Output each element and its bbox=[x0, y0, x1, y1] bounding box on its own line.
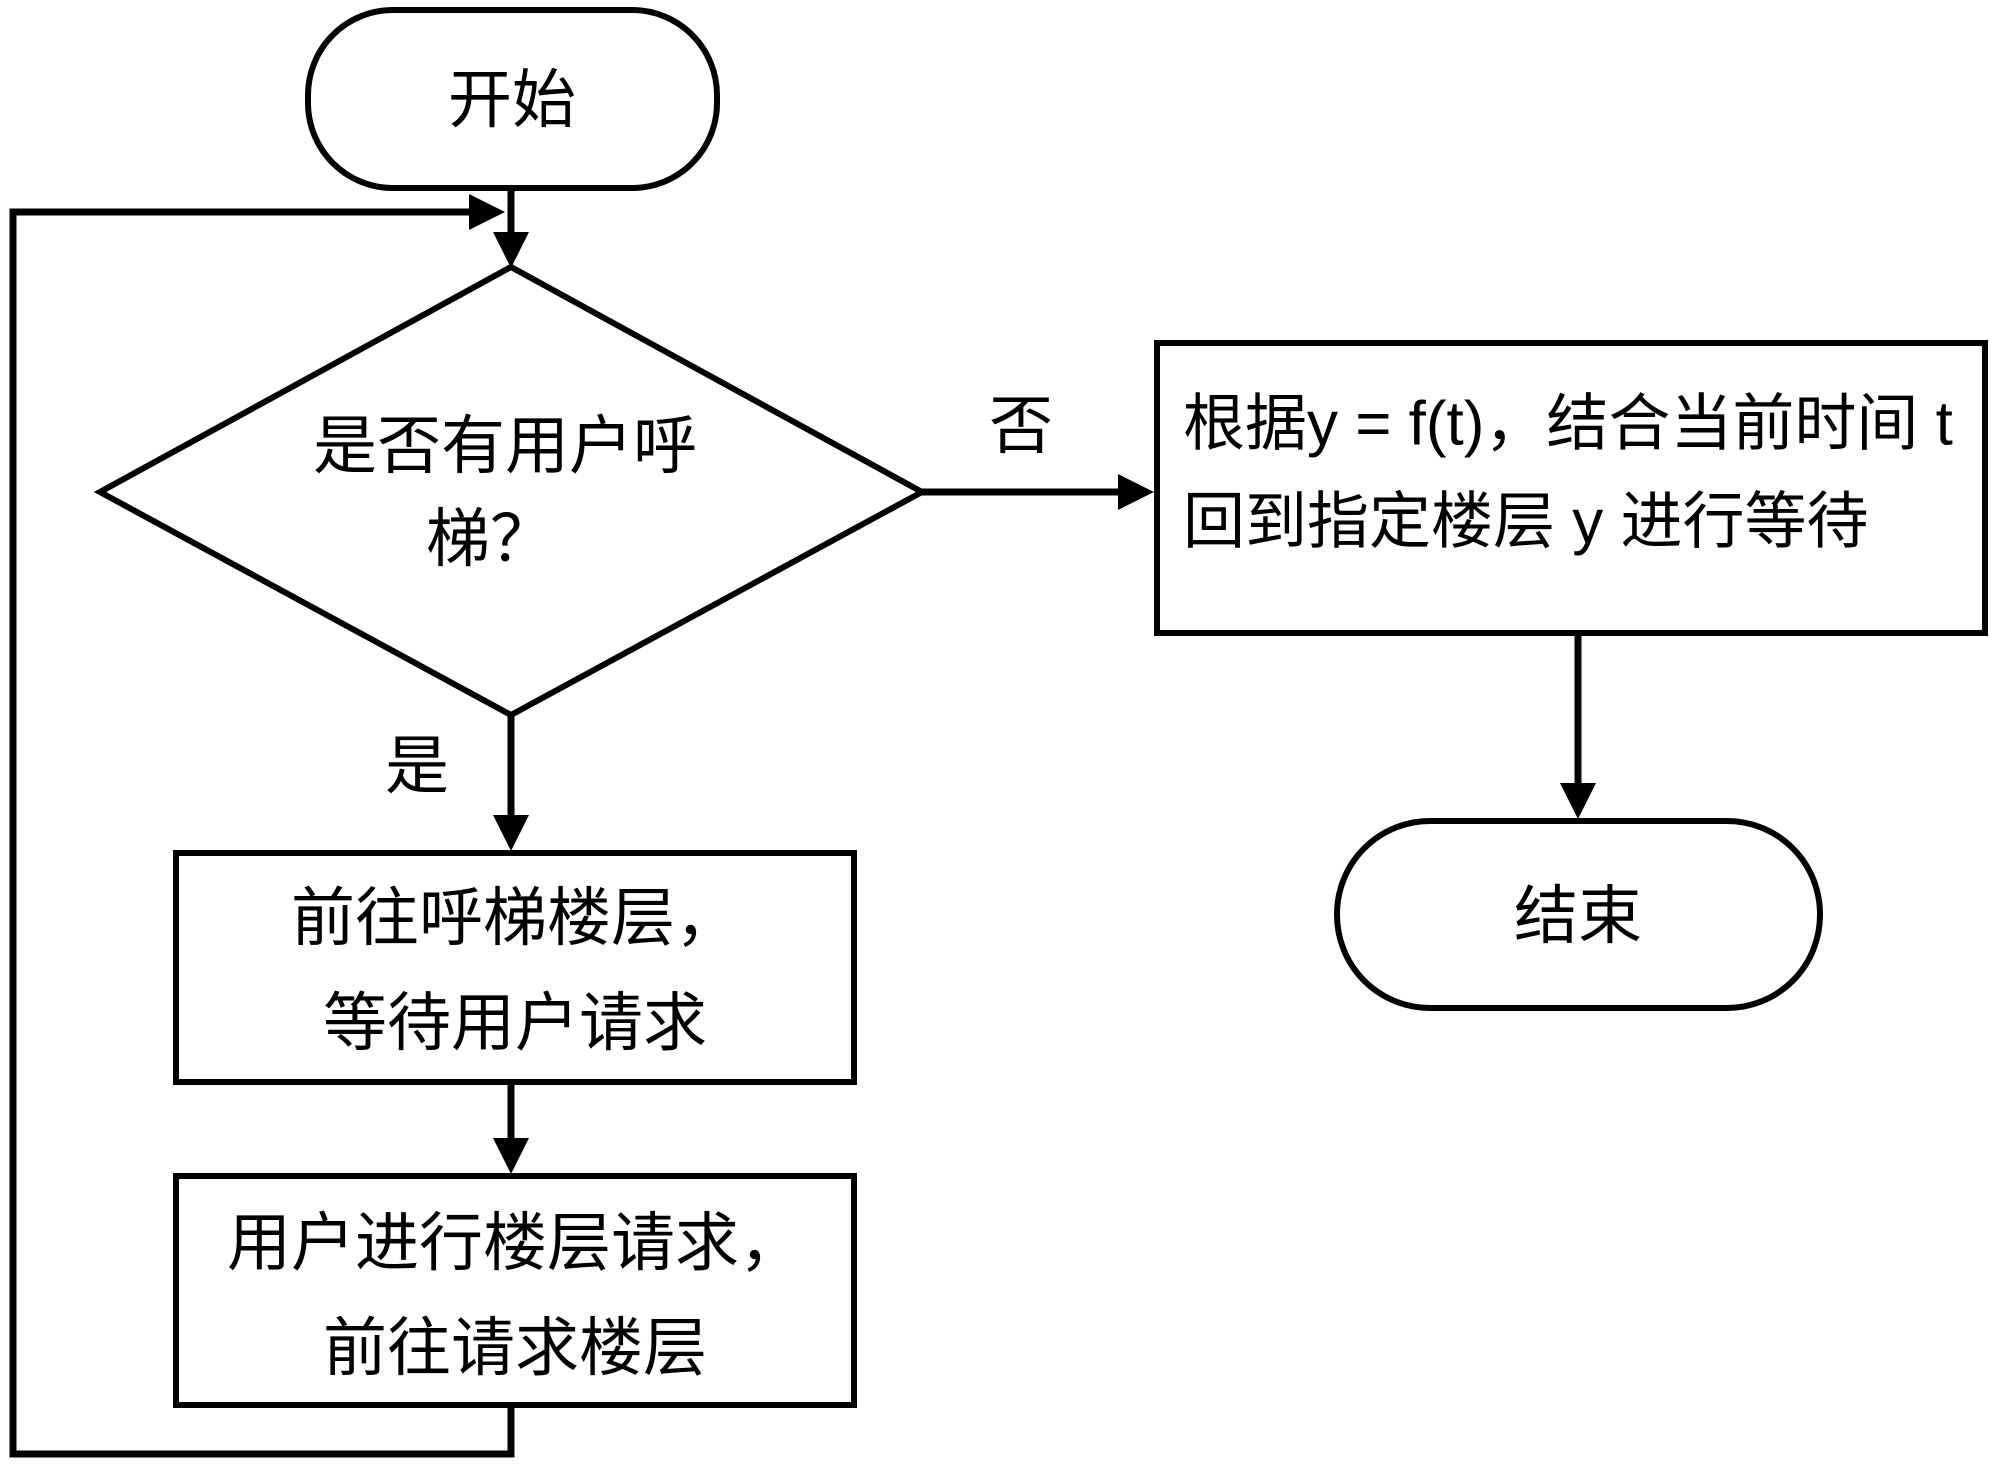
label-yes: 是 bbox=[385, 730, 449, 802]
return-default-floor-line1: 根据y = f(t)，结合当前时间 t bbox=[1183, 390, 1953, 459]
decision-label-line1: 是否有用户呼 bbox=[313, 410, 697, 482]
decision-label-line2: 梯？ bbox=[426, 503, 554, 575]
process-rect-shape bbox=[173, 850, 857, 1085]
arrowhead-down-icon bbox=[1560, 783, 1596, 819]
node-decision-call: 是否有用户呼 梯？ bbox=[93, 263, 929, 719]
arrowhead-right-icon bbox=[1118, 474, 1154, 510]
end-label: 结束 bbox=[1514, 880, 1642, 952]
arrowhead-down-icon bbox=[493, 815, 529, 851]
edge-decision-no bbox=[922, 474, 1154, 510]
node-end: 结束 bbox=[1334, 818, 1823, 1011]
node-return-default-floor: 根据y = f(t)，结合当前时间 t 回到指定楼层 y 进行等待 bbox=[1154, 340, 1988, 636]
process-rect-shape bbox=[173, 1173, 857, 1408]
return-default-floor-line2: 回到指定楼层 y 进行等待 bbox=[1183, 488, 1868, 557]
edge-start-to-decision bbox=[493, 188, 529, 268]
edge-return-to-end bbox=[1560, 633, 1596, 819]
arrowhead-down-icon bbox=[493, 232, 529, 268]
arrowhead-right-icon bbox=[469, 194, 505, 230]
yes-branch-label: 是 bbox=[385, 730, 449, 802]
start-label: 开始 bbox=[448, 64, 576, 136]
goto-call-floor-line1: 前往呼梯楼层， bbox=[291, 882, 739, 954]
edge-loop-back bbox=[9, 194, 515, 1458]
node-user-floor-request: 用户进行楼层请求， 前往请求楼层 bbox=[173, 1173, 857, 1408]
label-no: 否 bbox=[989, 390, 1053, 462]
start-terminator-shape bbox=[305, 7, 720, 191]
no-branch-label: 否 bbox=[989, 390, 1053, 462]
decision-diamond-shape bbox=[93, 263, 929, 719]
edge-loop-back-line bbox=[9, 208, 515, 1458]
process-rect-shape bbox=[1154, 340, 1988, 636]
node-goto-call-floor: 前往呼梯楼层， 等待用户请求 bbox=[173, 850, 857, 1085]
goto-call-floor-line2: 等待用户请求 bbox=[323, 987, 707, 1059]
user-floor-request-line2: 前往请求楼层 bbox=[323, 1312, 707, 1384]
edge-decision-yes bbox=[493, 715, 529, 851]
arrowhead-down-icon bbox=[493, 1138, 529, 1174]
edge-between-processes bbox=[493, 1082, 529, 1174]
end-terminator-shape bbox=[1334, 818, 1823, 1011]
node-start: 开始 bbox=[305, 7, 720, 191]
user-floor-request-line1: 用户进行楼层请求， bbox=[227, 1207, 803, 1279]
